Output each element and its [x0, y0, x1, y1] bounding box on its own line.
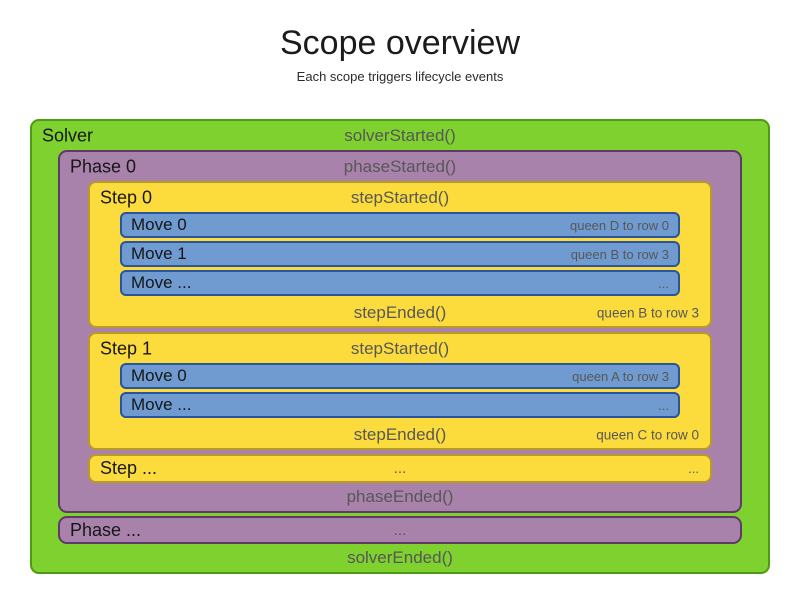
step-0-started-event: stepStarted(): [350, 187, 450, 207]
step-ellipsis-right: ...: [688, 461, 699, 476]
solver-footer: solverEnded(): [32, 544, 768, 572]
step-0-header: Step 0 stepStarted(): [90, 183, 710, 212]
step-1-move-ellipsis-box: Move ... ...: [120, 392, 680, 418]
step-ellipsis-bar: Step ... ... ...: [88, 454, 712, 483]
step-1-scope-box: Step 1 stepStarted() Move 0 queen A to r…: [88, 332, 712, 450]
step-0-footer: stepEnded() queen B to row 3: [90, 299, 710, 326]
solver-ended-event: solverEnded(): [347, 548, 453, 567]
step-0-scope-box: Step 0 stepStarted() Move 0 queen D to r…: [88, 181, 712, 328]
move-detail: queen B to row 3: [570, 246, 669, 262]
step-0-ended-event: stepEnded(): [353, 302, 447, 322]
solver-scope-box: Solver solverStarted() Phase 0 phaseStar…: [30, 119, 770, 574]
phase-started-event: phaseStarted(): [343, 156, 457, 176]
step-1-ended-detail: queen C to row 0: [596, 427, 699, 442]
solver-header: Solver solverStarted(): [32, 121, 768, 150]
move-detail: queen A to row 3: [572, 368, 669, 384]
phase-ellipsis-center: ...: [393, 521, 407, 539]
phase-ended-event: phaseEnded(): [346, 487, 454, 506]
move-label: Move ...: [131, 273, 192, 292]
phase-0-footer: phaseEnded(): [60, 483, 740, 511]
move-detail: ...: [658, 275, 669, 291]
phase-ellipsis-bar: Phase ... ...: [58, 516, 742, 544]
step-0-move-0-box: Move 0 queen D to row 0: [120, 212, 680, 238]
step-0-label: Step 0: [100, 187, 153, 207]
phase-0-label: Phase 0: [70, 156, 137, 176]
phase-ellipsis-label: Phase ...: [70, 519, 142, 540]
move-detail: queen D to row 0: [569, 217, 669, 233]
step-1-move-0-box: Move 0 queen A to row 3: [120, 363, 680, 389]
move-label: Move 0: [131, 366, 187, 385]
solver-label: Solver: [42, 125, 94, 145]
step-0-move-1-box: Move 1 queen B to row 3: [120, 241, 680, 267]
move-label: Move 0: [131, 215, 187, 234]
step-1-started-event: stepStarted(): [350, 338, 450, 358]
phase-0-header: Phase 0 phaseStarted(): [60, 152, 740, 181]
move-label: Move 1: [131, 244, 187, 263]
step-0-move-ellipsis-box: Move ... ...: [120, 270, 680, 296]
step-1-label: Step 1: [100, 338, 153, 358]
solver-started-event: solverStarted(): [344, 125, 456, 145]
step-1-header: Step 1 stepStarted(): [90, 334, 710, 363]
step-1-footer: stepEnded() queen C to row 0: [90, 421, 710, 448]
page-title: Scope overview: [279, 24, 520, 62]
step-0-ended-detail: queen B to row 3: [596, 305, 699, 320]
step-1-ended-event: stepEnded(): [353, 424, 447, 444]
step-ellipsis-label: Step ...: [100, 458, 158, 478]
page-subtitle: Each scope triggers lifecycle events: [296, 69, 504, 84]
phase-0-scope-box: Phase 0 phaseStarted() Step 0 stepStarte…: [58, 150, 742, 513]
step-ellipsis-center: ...: [393, 460, 407, 477]
move-label: Move ...: [131, 395, 192, 414]
move-detail: ...: [658, 397, 669, 413]
